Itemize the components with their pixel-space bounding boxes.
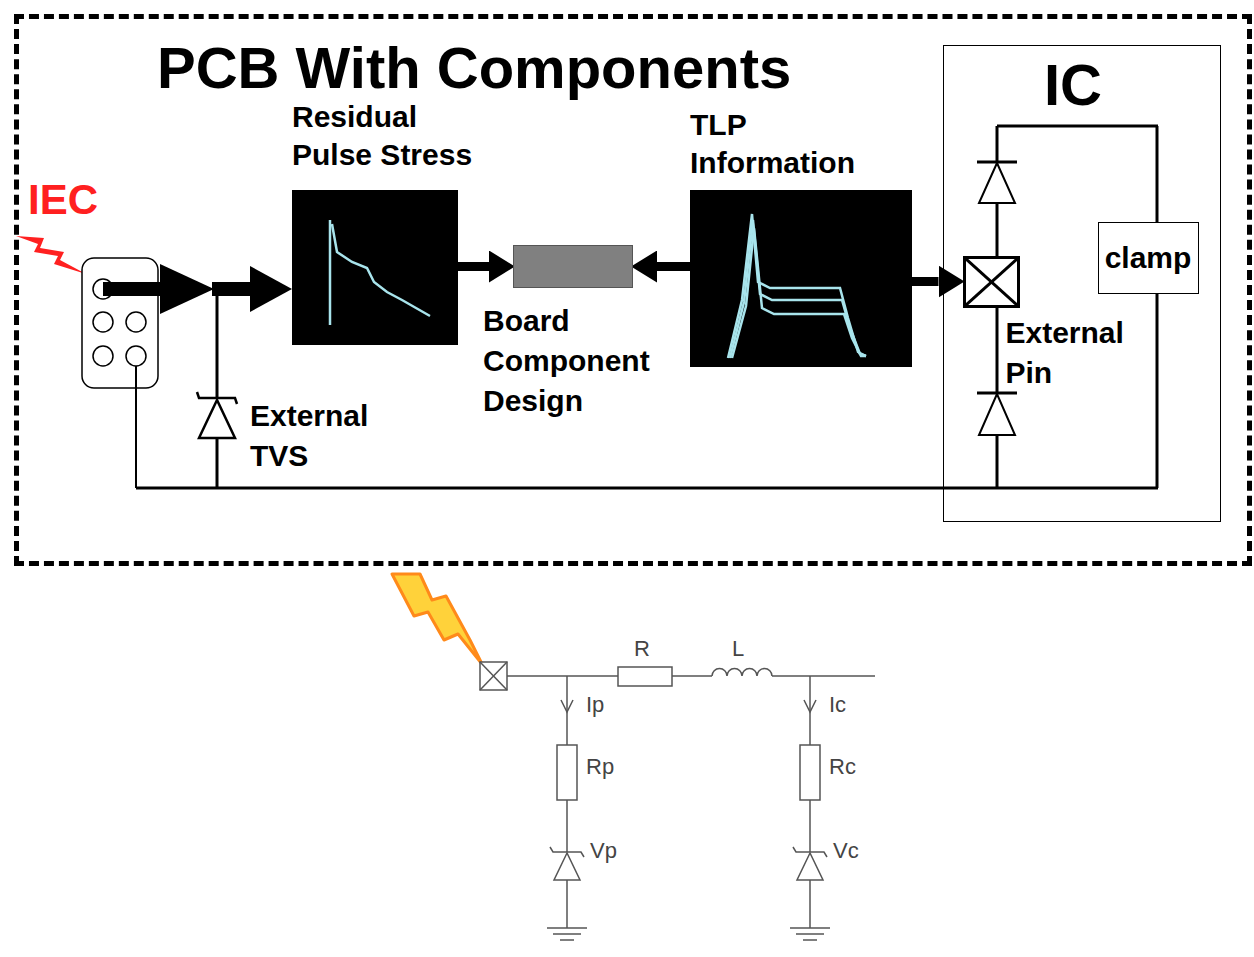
esd-pad <box>480 662 507 690</box>
voltage-name: Vc <box>833 838 859 863</box>
ground-wire <box>136 487 1158 490</box>
wire <box>507 675 618 677</box>
esd-diode-symbol <box>979 394 1015 435</box>
connector-pin <box>126 346 146 366</box>
node-label: TLP Information <box>690 106 890 182</box>
node-label: Board Component Design <box>483 301 673 421</box>
tvs-diode-symbol <box>199 400 235 438</box>
pin-cross-line <box>966 259 1017 305</box>
region-heading: IC <box>1044 52 1102 119</box>
component-name: L <box>732 636 744 661</box>
current-arrow <box>804 700 816 712</box>
arrow-head <box>160 264 214 314</box>
waveform <box>728 214 866 358</box>
ground-symbol <box>547 927 587 929</box>
scope-screen: Residual Pulse Stress <box>292 190 458 345</box>
current-arrow <box>561 700 573 712</box>
lightning-bolt <box>16 236 86 274</box>
connector-housing <box>82 258 158 388</box>
pin-cross <box>966 259 1017 305</box>
board-component-box: Board Component Design <box>513 245 633 288</box>
wire <box>996 435 999 488</box>
wire <box>135 366 137 488</box>
signal-arrow <box>458 262 489 271</box>
stress-source-label: IEC <box>28 176 98 224</box>
component-name: Rc <box>829 754 856 779</box>
external-pin: External Pin <box>963 256 1020 308</box>
pad-cross <box>480 662 507 690</box>
signal-arrow <box>103 282 162 296</box>
wire <box>566 800 568 852</box>
node-label: External Pin <box>1006 313 1146 393</box>
ground-symbol <box>560 939 574 941</box>
waveform <box>732 228 866 358</box>
clamp-box: clamp <box>1098 222 1199 294</box>
wire <box>996 308 999 393</box>
ground-symbol <box>796 933 824 935</box>
wire <box>216 438 219 488</box>
current-name: Ic <box>829 692 846 717</box>
ground-symbol <box>803 939 817 941</box>
wire <box>1156 126 1159 222</box>
node-label: clamp <box>1105 241 1192 274</box>
resistor-symbol <box>557 745 577 800</box>
signal-arrow <box>657 262 690 271</box>
connector-pin <box>93 312 113 332</box>
component-name: R <box>634 636 650 661</box>
inductor-symbol <box>712 669 772 676</box>
supply-wire <box>997 125 1158 128</box>
wire <box>216 289 219 398</box>
waveform <box>329 220 332 325</box>
voltage-name: Vp <box>590 838 617 863</box>
pcb-region: Residual Pulse StressBoard Component Des… <box>14 14 1252 566</box>
wire <box>809 880 811 928</box>
arrow-head <box>250 266 292 312</box>
signal-arrow <box>912 277 939 286</box>
waveform <box>332 224 430 316</box>
wire <box>1156 294 1159 488</box>
ic-package: External Pin clamp IC <box>943 45 1221 522</box>
resistor-symbol <box>800 745 820 800</box>
resistor-symbol <box>618 667 672 686</box>
connector-pin <box>93 346 113 366</box>
lightning-bolt <box>392 574 482 664</box>
tvs-label: External TVS <box>250 396 400 476</box>
wire <box>809 800 811 852</box>
connector-pin <box>126 312 146 332</box>
wire <box>996 126 999 162</box>
wire <box>566 880 568 928</box>
zener-diode-symbol <box>797 853 823 880</box>
current-name: Ip <box>586 692 604 717</box>
component-name: Rp <box>586 754 614 779</box>
region-heading: PCB With Components <box>157 35 791 102</box>
wire <box>672 675 712 677</box>
wire <box>772 675 875 677</box>
waveform <box>730 220 866 358</box>
pin-cross-line <box>966 259 1017 305</box>
node-label: Residual Pulse Stress <box>292 98 492 174</box>
waveform-plot <box>292 190 458 345</box>
esd-diode-symbol <box>979 163 1015 203</box>
zener-diode-symbol <box>554 853 580 880</box>
pad-cross <box>480 662 507 690</box>
ground-symbol <box>790 927 830 929</box>
wire <box>996 203 999 256</box>
ground-symbol <box>553 933 581 935</box>
scope-screen: TLP Information <box>690 190 912 367</box>
waveform-plot <box>690 190 912 367</box>
